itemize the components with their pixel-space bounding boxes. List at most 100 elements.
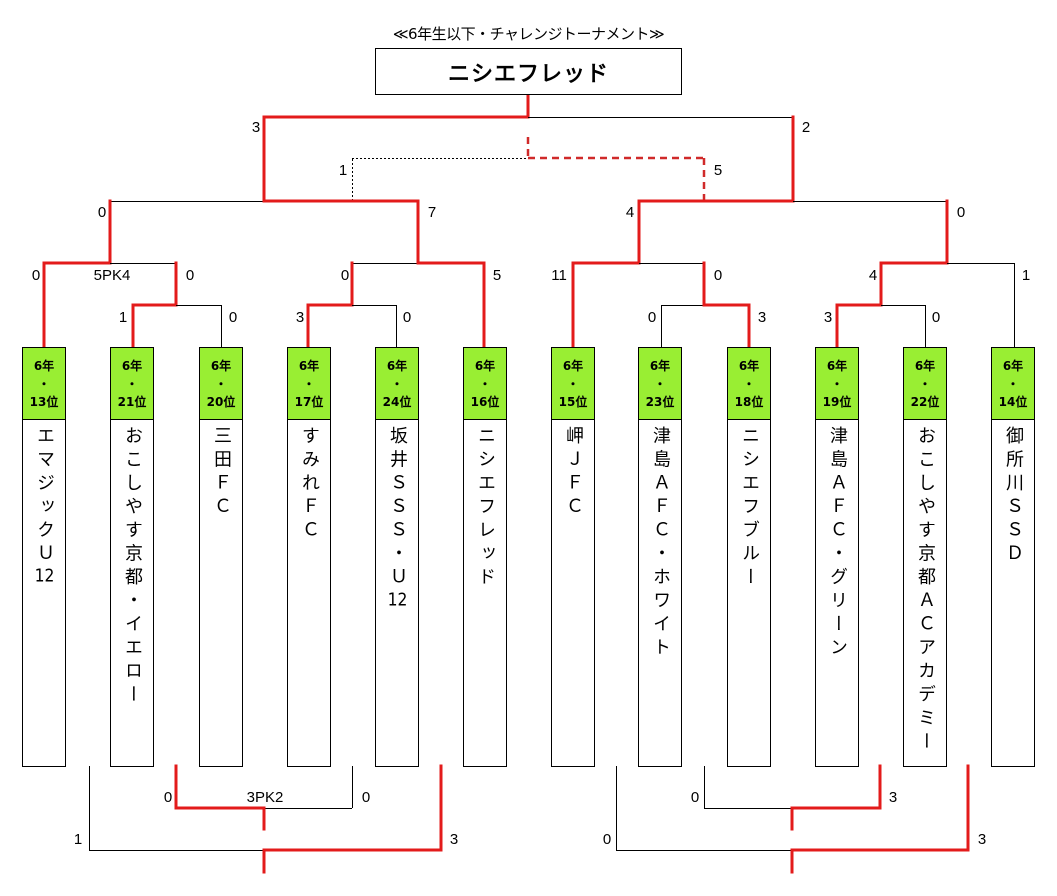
score-quarter-1-right: 0 — [185, 267, 195, 284]
score-consolation-2-left: 1 — [73, 831, 83, 848]
champion-box: ニシエフレッド — [375, 48, 682, 95]
team-rank: 23位 — [645, 394, 675, 409]
team-header: 6年 ・ 21位 — [111, 348, 153, 420]
team-name: 坂井ＳＳＳ・Ｕ12 — [387, 426, 408, 609]
score-quarter-2-left: 0 — [340, 267, 350, 284]
bracket-consolation-lines — [89, 764, 970, 874]
team-name: 津島ＡＦＣ・グリーン — [827, 426, 848, 661]
score-semi-left-right: 7 — [427, 204, 437, 221]
score-third-place-left: 1 — [338, 162, 348, 179]
team-grade: 6年 — [1002, 358, 1024, 373]
score-semi-right-left: 4 — [625, 204, 635, 221]
score-consolation-1-pk: 3PK2 — [246, 789, 284, 806]
score-round1-1-right: 0 — [228, 309, 238, 326]
score-semi-left-left: 0 — [97, 204, 107, 221]
team-box: 6年 ・ 21位 おこしやす京都・イエロー — [110, 347, 154, 767]
bracket-semifinal-lines — [108, 199, 949, 265]
team-grade: 6年 — [474, 358, 496, 373]
team-box: 6年 ・ 19位 津島ＡＦＣ・グリーン — [815, 347, 859, 767]
team-grade: 6年 — [210, 358, 232, 373]
team-header: 6年 ・ 13位 — [23, 348, 65, 420]
team-separator: ・ — [478, 376, 491, 391]
team-rank: 20位 — [206, 394, 236, 409]
team-box: 6年 ・ 14位 御所川ＳＳＤ — [991, 347, 1035, 767]
team-box: 6年 ・ 18位 ニシエフブルー — [727, 347, 771, 767]
team-box: 6年 ・ 24位 坂井ＳＳＳ・Ｕ12 — [375, 347, 419, 767]
team-box: 6年 ・ 15位 岬ＪＦＣ — [551, 347, 595, 767]
team-separator: ・ — [742, 376, 755, 391]
team-separator: ・ — [830, 376, 843, 391]
team-box: 6年 ・ 13位 エマジックＵ12 — [22, 347, 66, 767]
tournament-title: ≪6年生以下・チャレンジトーナメント≫ — [392, 25, 665, 43]
team-header: 6年 ・ 15位 — [552, 348, 594, 420]
team-header: 6年 ・ 20位 — [200, 348, 242, 420]
team-name: ニシエフブルー — [739, 426, 760, 591]
score-consolation-4-left: 0 — [602, 831, 612, 848]
team-name: 御所川ＳＳＤ — [1003, 426, 1024, 567]
score-round1-3-left: 0 — [647, 309, 657, 326]
score-consolation-3-right: 3 — [888, 789, 898, 806]
score-final-right: 2 — [801, 119, 811, 136]
score-quarter-3-right: 0 — [713, 267, 723, 284]
team-header: 6年 ・ 24位 — [376, 348, 418, 420]
bracket-third-place-lines — [352, 137, 706, 201]
team-box: 6年 ・ 22位 おこしやす京都ＡＣアカデミー — [903, 347, 947, 767]
team-header: 6年 ・ 14位 — [992, 348, 1034, 420]
team-separator: ・ — [125, 376, 138, 391]
score-round1-3-right: 3 — [757, 309, 767, 326]
team-box: 6年 ・ 23位 津島ＡＦＣ・ホワイト — [638, 347, 682, 767]
team-grade: 6年 — [562, 358, 584, 373]
team-header: 6年 ・ 22位 — [904, 348, 946, 420]
team-rank: 15位 — [558, 394, 588, 409]
team-name: おこしやす京都ＡＣアカデミー — [915, 426, 936, 755]
team-name: 岬ＪＦＣ — [563, 426, 584, 520]
score-round1-1-left: 1 — [118, 309, 128, 326]
team-header: 6年 ・ 17位 — [288, 348, 330, 420]
team-rank: 19位 — [822, 394, 852, 409]
bracket-final-lines — [262, 93, 795, 203]
team-name: ニシエフレッド — [475, 426, 496, 591]
score-semi-right-right: 0 — [956, 204, 966, 221]
team-separator: ・ — [1006, 376, 1019, 391]
score-round1-4-left: 3 — [823, 309, 833, 326]
team-grade: 6年 — [298, 358, 320, 373]
score-consolation-1-right: 0 — [361, 789, 371, 806]
team-separator: ・ — [214, 376, 227, 391]
team-header: 6年 ・ 19位 — [816, 348, 858, 420]
team-rank: 22位 — [910, 394, 940, 409]
team-rank: 18位 — [734, 394, 764, 409]
team-rank: 24位 — [382, 394, 412, 409]
team-box: 6年 ・ 17位 すみれＦＣ — [287, 347, 331, 767]
score-round1-4-right: 0 — [931, 309, 941, 326]
score-quarter-4-right: 1 — [1021, 267, 1031, 284]
score-quarter-2-right: 5 — [492, 267, 502, 284]
team-grade: 6年 — [649, 358, 671, 373]
bracket-round1-lines — [131, 303, 926, 349]
team-separator: ・ — [390, 376, 403, 391]
team-grade: 6年 — [738, 358, 760, 373]
score-consolation-3-left: 0 — [690, 789, 700, 806]
score-consolation-1-left: 0 — [163, 789, 173, 806]
score-round1-2-right: 0 — [402, 309, 412, 326]
team-rank: 17位 — [294, 394, 324, 409]
team-name: 三田ＦＣ — [211, 426, 232, 520]
bracket-quarterfinal-lines — [42, 261, 1015, 349]
team-rank: 16位 — [470, 394, 500, 409]
team-grade: 6年 — [33, 358, 55, 373]
team-rank: 21位 — [117, 394, 147, 409]
team-header: 6年 ・ 18位 — [728, 348, 770, 420]
team-rank: 13位 — [29, 394, 59, 409]
score-quarter-1-pk: 5PK4 — [93, 267, 131, 284]
team-box: 6年 ・ 16位 ニシエフレッド — [463, 347, 507, 767]
team-name-digits: 12 — [387, 590, 408, 609]
score-round1-2-left: 3 — [295, 309, 305, 326]
team-name-digits: 12 — [34, 567, 55, 585]
team-grade: 6年 — [121, 358, 143, 373]
team-grade: 6年 — [914, 358, 936, 373]
team-header: 6年 ・ 16位 — [464, 348, 506, 420]
team-rank: 14位 — [998, 394, 1028, 409]
team-box: 6年 ・ 20位 三田ＦＣ — [199, 347, 243, 767]
score-consolation-2-right: 3 — [449, 831, 459, 848]
team-header: 6年 ・ 23位 — [639, 348, 681, 420]
